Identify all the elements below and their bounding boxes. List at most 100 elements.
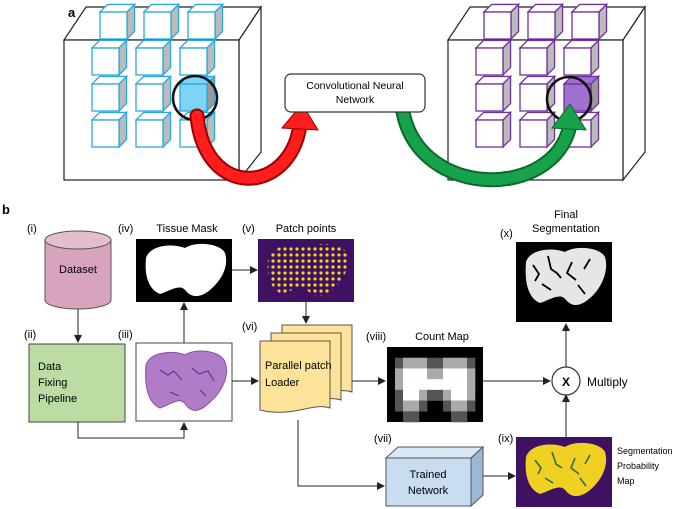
red-curved-arrow bbox=[189, 103, 319, 186]
count-map-cell bbox=[451, 379, 460, 391]
count-map-cell bbox=[467, 379, 476, 391]
input-cube bbox=[134, 74, 173, 113]
count-map-cell bbox=[451, 357, 460, 369]
tissue-mask-title: Tissue Mask bbox=[156, 223, 218, 235]
count-map-cell bbox=[451, 411, 460, 423]
multiply-node: X bbox=[551, 366, 581, 396]
step-ix-number: (ix) bbox=[498, 433, 513, 445]
multiply-label: Multiply bbox=[587, 375, 628, 389]
step-i-number: (i) bbox=[27, 223, 37, 235]
step-ii-number: (ii) bbox=[24, 329, 36, 341]
count-map-cell bbox=[443, 379, 452, 391]
count-map-cell bbox=[403, 400, 412, 412]
trained-network-box: Trained Network bbox=[384, 445, 485, 508]
loader-line1: Parallel patch bbox=[265, 360, 332, 372]
panel-a-label: a bbox=[68, 5, 76, 20]
patch-points-image bbox=[258, 239, 354, 302]
count-map-cell bbox=[467, 357, 476, 369]
final-seg-line2: Segmentation bbox=[532, 223, 600, 235]
count-map-cell bbox=[459, 400, 468, 412]
count-map-cell bbox=[411, 379, 420, 391]
count-map-cell bbox=[459, 379, 468, 391]
count-map-cell bbox=[411, 400, 420, 412]
step-viii-number: (viii) bbox=[366, 331, 386, 343]
prob-map-line2: Probability bbox=[617, 461, 660, 471]
dataset-label: Dataset bbox=[59, 264, 97, 276]
cnn-label-line1: Convolutional Neural bbox=[306, 80, 403, 92]
input-cube bbox=[178, 38, 217, 77]
tissue-slide-image bbox=[135, 342, 233, 422]
count-map-cell bbox=[419, 389, 428, 401]
step-iii-number: (iii) bbox=[118, 329, 133, 341]
count-map-cell bbox=[427, 368, 436, 380]
output-cube bbox=[482, 2, 521, 41]
count-map-cell bbox=[403, 389, 412, 401]
output-cube bbox=[474, 38, 513, 77]
output-cube bbox=[518, 110, 557, 149]
count-map-cell bbox=[411, 389, 420, 401]
count-map-cell bbox=[443, 389, 452, 401]
count-map-cell bbox=[451, 368, 460, 380]
input-cube bbox=[90, 38, 129, 77]
count-map-title: Count Map bbox=[415, 331, 469, 343]
count-map-cell bbox=[395, 368, 404, 380]
count-map-image bbox=[387, 347, 483, 423]
output-cube bbox=[526, 2, 565, 41]
count-map-cell bbox=[435, 389, 444, 401]
count-map-cell bbox=[459, 357, 468, 369]
output-cube bbox=[474, 110, 513, 149]
prob-map-line1: Segmentation bbox=[617, 446, 673, 456]
step-vii-number: (vii) bbox=[374, 433, 392, 445]
count-map-cell bbox=[467, 389, 476, 401]
count-map-cell bbox=[451, 389, 460, 401]
output-cube bbox=[562, 38, 601, 77]
count-map-cell bbox=[459, 411, 468, 423]
pipeline-line2: Fixing bbox=[38, 377, 67, 389]
pipeline-line1: Data bbox=[38, 361, 62, 373]
parallel-patch-loader-stack: Parallel patch Loader bbox=[259, 324, 353, 413]
count-map-cell bbox=[435, 368, 444, 380]
prob-map-line3: Map bbox=[617, 476, 635, 486]
count-map-cell bbox=[427, 389, 436, 401]
panel-b-label: b bbox=[2, 202, 10, 217]
input-cube bbox=[178, 74, 217, 113]
output-cube bbox=[474, 74, 513, 113]
segmentation-probability-image bbox=[516, 437, 612, 507]
step-iv-number: (iv) bbox=[118, 223, 133, 235]
count-map-cell bbox=[403, 379, 412, 391]
count-map-cell bbox=[419, 379, 428, 391]
cnn-box: Convolutional Neural Network bbox=[284, 73, 426, 113]
count-map-cell bbox=[427, 357, 436, 369]
count-map-cell bbox=[427, 379, 436, 391]
input-cube bbox=[142, 2, 181, 41]
count-map-cell bbox=[403, 368, 412, 380]
count-map-cell bbox=[411, 368, 420, 380]
count-map-cell bbox=[443, 400, 452, 412]
step-v-number: (v) bbox=[242, 223, 255, 235]
count-map-cell bbox=[411, 357, 420, 369]
count-map-cell bbox=[395, 357, 404, 369]
output-cube bbox=[518, 38, 557, 77]
count-map-cell bbox=[435, 379, 444, 391]
step-x-number: (x) bbox=[500, 228, 513, 240]
input-cube bbox=[90, 74, 129, 113]
count-map-cell bbox=[467, 400, 476, 412]
tissue-mask-image bbox=[136, 239, 232, 302]
count-map-cell bbox=[435, 357, 444, 369]
input-cube bbox=[90, 110, 129, 149]
count-map-cell bbox=[443, 357, 452, 369]
input-volume-block bbox=[62, 2, 263, 182]
count-map-cell bbox=[395, 379, 404, 391]
pipeline-line3: Pipeline bbox=[38, 393, 77, 405]
multiply-symbol: X bbox=[562, 375, 570, 389]
loader-line2: Loader bbox=[265, 377, 300, 389]
input-cube bbox=[134, 110, 173, 149]
count-map-cell bbox=[443, 368, 452, 380]
count-map-cell bbox=[467, 368, 476, 380]
count-map-cell bbox=[419, 400, 428, 412]
count-map-cell bbox=[451, 400, 460, 412]
cnn-label-line2: Network bbox=[336, 94, 375, 106]
input-cube bbox=[98, 2, 137, 41]
output-volume-block bbox=[446, 2, 647, 182]
input-cube bbox=[134, 38, 173, 77]
